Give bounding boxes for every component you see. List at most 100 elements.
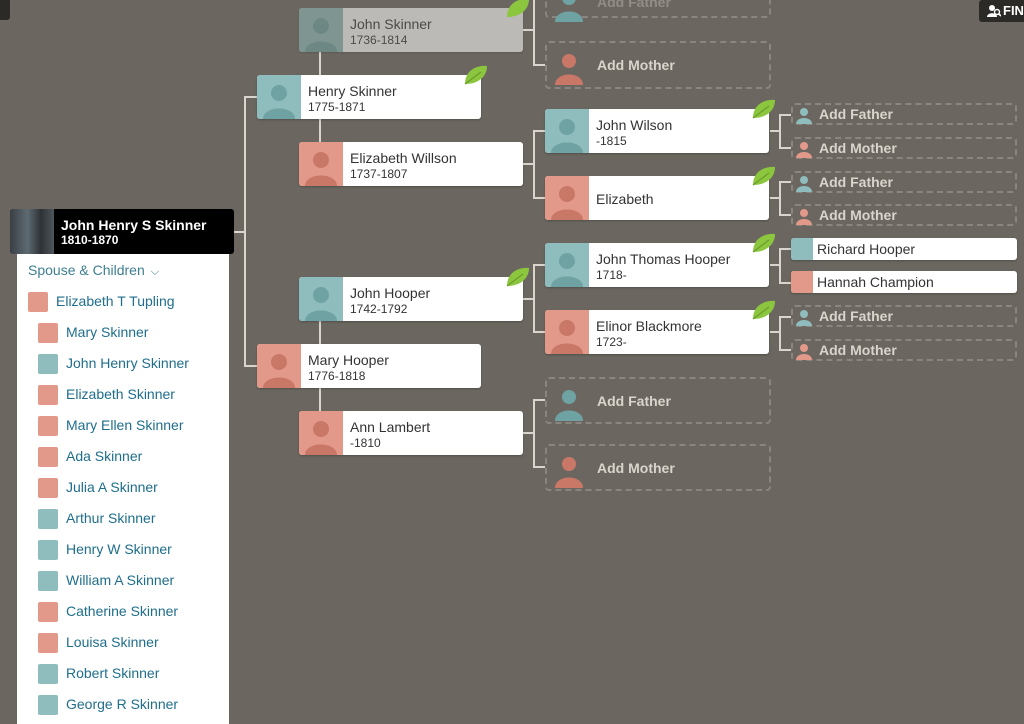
person-name: Richard Hooper <box>817 241 916 257</box>
male-silhouette-icon <box>796 176 812 192</box>
person-name: Ann Lambert <box>350 419 431 435</box>
male-silhouette-icon <box>299 277 343 321</box>
female-silhouette-icon <box>545 310 589 354</box>
hint-leaf-icon[interactable] <box>751 299 777 321</box>
spouse-name: Elizabeth T Tupling <box>56 293 175 309</box>
person-name: Elinor Blackmore <box>596 318 702 334</box>
person-card-mother[interactable]: Mary Hooper 1776-1818 <box>257 344 481 388</box>
child-name: Arthur Skinner <box>66 510 156 526</box>
spouse-children-label: Spouse & Children <box>28 262 145 278</box>
child-name: Robert Skinner <box>66 665 160 681</box>
add-father-slot[interactable]: Add Father <box>545 0 771 22</box>
child-name: John Henry Skinner <box>66 355 189 371</box>
add-father-label: Add Father <box>819 106 893 122</box>
chevron-down-icon: ⌵ <box>150 266 160 278</box>
add-mother-label: Add Mother <box>819 342 897 358</box>
add-mother-slot[interactable]: Add Mother <box>791 339 1017 361</box>
female-avatar-icon <box>38 416 58 436</box>
collapse-handle[interactable] <box>0 0 10 20</box>
person-dates: 1737-1807 <box>350 167 408 181</box>
person-card-gg-john-wilson[interactable]: John Wilson -1815 <box>545 109 769 153</box>
add-mother-slot[interactable]: Add Mother <box>791 137 1017 159</box>
root-person-dates: 1810-1870 <box>61 233 119 247</box>
female-avatar-icon <box>38 447 58 467</box>
hint-leaf-icon[interactable] <box>505 266 531 288</box>
spouse-children-panel: Spouse & Children ⌵ Elizabeth T Tupling M… <box>17 254 229 724</box>
person-card-paternal-grandmother[interactable]: Elizabeth Willson 1737-1807 <box>299 142 523 186</box>
male-avatar-icon <box>791 238 813 260</box>
person-name: Henry Skinner <box>308 83 397 99</box>
child-name: Henry W Skinner <box>66 541 172 557</box>
child-name: Mary Ellen Skinner <box>66 417 184 433</box>
male-silhouette-icon <box>796 108 812 124</box>
female-silhouette-icon <box>796 209 812 225</box>
female-avatar-icon <box>38 385 58 405</box>
add-mother-slot[interactable]: Add Mother <box>545 444 771 491</box>
person-dates: 1718- <box>596 268 627 282</box>
child-name: Louisa Skinner <box>66 634 159 650</box>
person-card-gg-elizabeth[interactable]: Elizabeth <box>545 176 769 220</box>
female-silhouette-icon <box>555 457 583 488</box>
male-silhouette-icon <box>796 310 812 326</box>
person-dates: -1815 <box>596 134 627 148</box>
male-silhouette-icon <box>299 8 343 52</box>
child-name: George R Skinner <box>66 696 179 712</box>
person-card-gg-elinor-blackmore[interactable]: Elinor Blackmore 1723- <box>545 310 769 354</box>
child-name: Ada Skinner <box>66 448 143 464</box>
root-person-card[interactable]: John Henry S Skinner 1810-1870 <box>10 209 234 254</box>
female-silhouette-icon <box>545 176 589 220</box>
person-card-maternal-grandfather[interactable]: John Hooper 1742-1792 <box>299 277 523 321</box>
add-mother-label: Add Mother <box>597 460 675 476</box>
female-silhouette-icon <box>257 344 301 388</box>
child-name: Julia A Skinner <box>66 479 158 495</box>
female-silhouette-icon <box>796 344 812 360</box>
person-dates: 1723- <box>596 335 627 349</box>
person-card-maternal-grandmother[interactable]: Ann Lambert -1810 <box>299 411 523 455</box>
child-name: Catherine Skinner <box>66 603 179 619</box>
find-button-label: FIN <box>1003 3 1024 18</box>
person-card-gg-john-thomas-hooper[interactable]: John Thomas Hooper 1718- <box>545 243 769 287</box>
find-button[interactable]: FIN <box>979 0 1024 22</box>
person-name: John Hooper <box>350 285 431 301</box>
male-avatar-icon <box>38 695 58 715</box>
female-silhouette-icon <box>299 411 343 455</box>
male-silhouette-icon <box>555 0 583 22</box>
add-father-slot[interactable]: Add Father <box>791 305 1017 327</box>
add-mother-label: Add Mother <box>819 207 897 223</box>
hint-leaf-icon[interactable] <box>751 165 777 187</box>
female-silhouette-icon <box>299 142 343 186</box>
hint-leaf-icon[interactable] <box>505 0 531 19</box>
person-card-paternal-grandfather[interactable]: John Skinner 1736-1814 <box>299 8 523 52</box>
female-avatar-icon <box>28 292 48 312</box>
hint-leaf-icon[interactable] <box>751 98 777 120</box>
add-father-slot[interactable]: Add Father <box>791 171 1017 193</box>
female-avatar-icon <box>38 478 58 498</box>
person-name: Elizabeth Willson <box>350 150 457 166</box>
spouse-children-toggle[interactable]: Spouse & Children ⌵ <box>28 262 159 279</box>
female-silhouette-icon <box>555 54 583 85</box>
add-father-slot[interactable]: Add Father <box>545 377 771 424</box>
add-father-label: Add Father <box>597 393 671 409</box>
person-card-small[interactable]: Richard Hooper <box>791 238 1017 260</box>
add-father-label: Add Father <box>597 0 671 10</box>
female-avatar-icon <box>38 323 58 343</box>
hint-leaf-icon[interactable] <box>463 64 489 86</box>
add-mother-slot[interactable]: Add Mother <box>545 41 771 89</box>
person-dates: 1742-1792 <box>350 302 408 316</box>
person-dates: 1775-1871 <box>308 100 366 114</box>
child-name: Mary Skinner <box>66 324 149 340</box>
person-name: John Skinner <box>350 16 432 32</box>
add-father-label: Add Father <box>819 308 893 324</box>
person-dates: 1736-1814 <box>350 33 408 47</box>
add-mother-slot[interactable]: Add Mother <box>791 204 1017 226</box>
female-avatar-icon <box>38 602 58 622</box>
root-person-photo <box>10 209 54 254</box>
add-father-slot[interactable]: Add Father <box>791 103 1017 125</box>
person-name: Elizabeth <box>596 191 654 207</box>
hint-leaf-icon[interactable] <box>751 232 777 254</box>
add-mother-label: Add Mother <box>597 57 675 73</box>
female-silhouette-icon <box>796 142 812 158</box>
person-card-father[interactable]: Henry Skinner 1775-1871 <box>257 75 481 119</box>
person-card-small[interactable]: Hannah Champion <box>791 271 1017 293</box>
